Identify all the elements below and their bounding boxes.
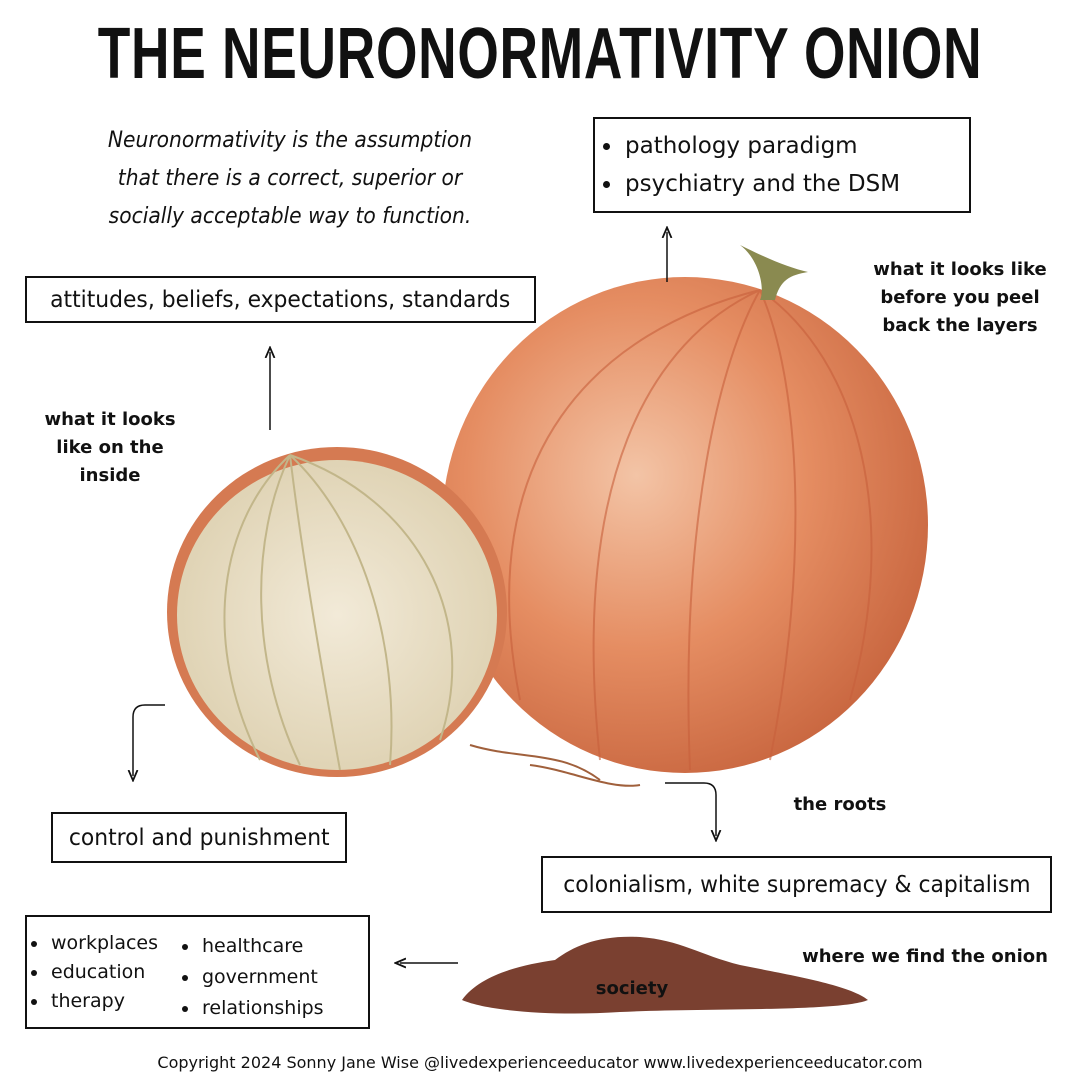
intro-line: that there is a correct, superior or [117,166,463,191]
society-list-col1: workplaces education therapy [27,929,158,1016]
society-list-col2: healthcare government relationships [178,931,324,1024]
roots-label: the roots [793,794,887,815]
society-list-box: workplaces education therapy healthcare … [25,915,370,1029]
list-item: pathology paradigm [623,127,900,165]
soil-mound [462,936,868,1014]
control-box: control and punishment [51,812,347,863]
label-line: like on the [56,437,164,458]
box-text: control and punishment [68,824,330,851]
list-item: therapy [49,987,158,1016]
arrow-control [133,704,165,776]
arrow-roots [665,782,716,836]
list-item: education [49,958,158,987]
intro-line: socially acceptable way to function. [108,204,472,229]
page-title: THE NEURONORMATIVITY ONION [97,14,983,94]
whole-onion [442,245,928,787]
box-text: attitudes, beliefs, expectations, standa… [50,286,511,313]
list-item: healthcare [200,931,324,962]
copyright: Copyright 2024 Sonny Jane Wise @livedexp… [157,1053,923,1072]
pathology-box: pathology paradigm psychiatry and the DS… [593,117,971,213]
list-item: government [200,962,324,993]
label-line: what it looks [44,409,176,430]
society-label: society [595,978,669,999]
list-item: relationships [200,993,324,1024]
outer-label: what it looks like before you peel back … [860,256,1060,340]
label-line: before you peel [880,287,1040,308]
label-line: back the layers [882,315,1038,336]
attitudes-box: attitudes, beliefs, expectations, standa… [25,276,536,323]
list-item: psychiatry and the DSM [623,165,900,203]
intro-text: Neuronormativity is the assumption that … [78,122,501,236]
label-line: what it looks like [873,259,1047,280]
cut-onion [167,447,507,777]
intro-line: Neuronormativity is the assumption [107,128,473,153]
label-line: inside [79,465,141,486]
box-text: colonialism, white supremacy & capitalis… [562,871,1031,898]
roots-box: colonialism, white supremacy & capitalis… [541,856,1052,913]
inside-label: what it looks like on the inside [20,406,200,490]
where-label: where we find the onion [802,946,1048,967]
list-item: workplaces [49,929,158,958]
